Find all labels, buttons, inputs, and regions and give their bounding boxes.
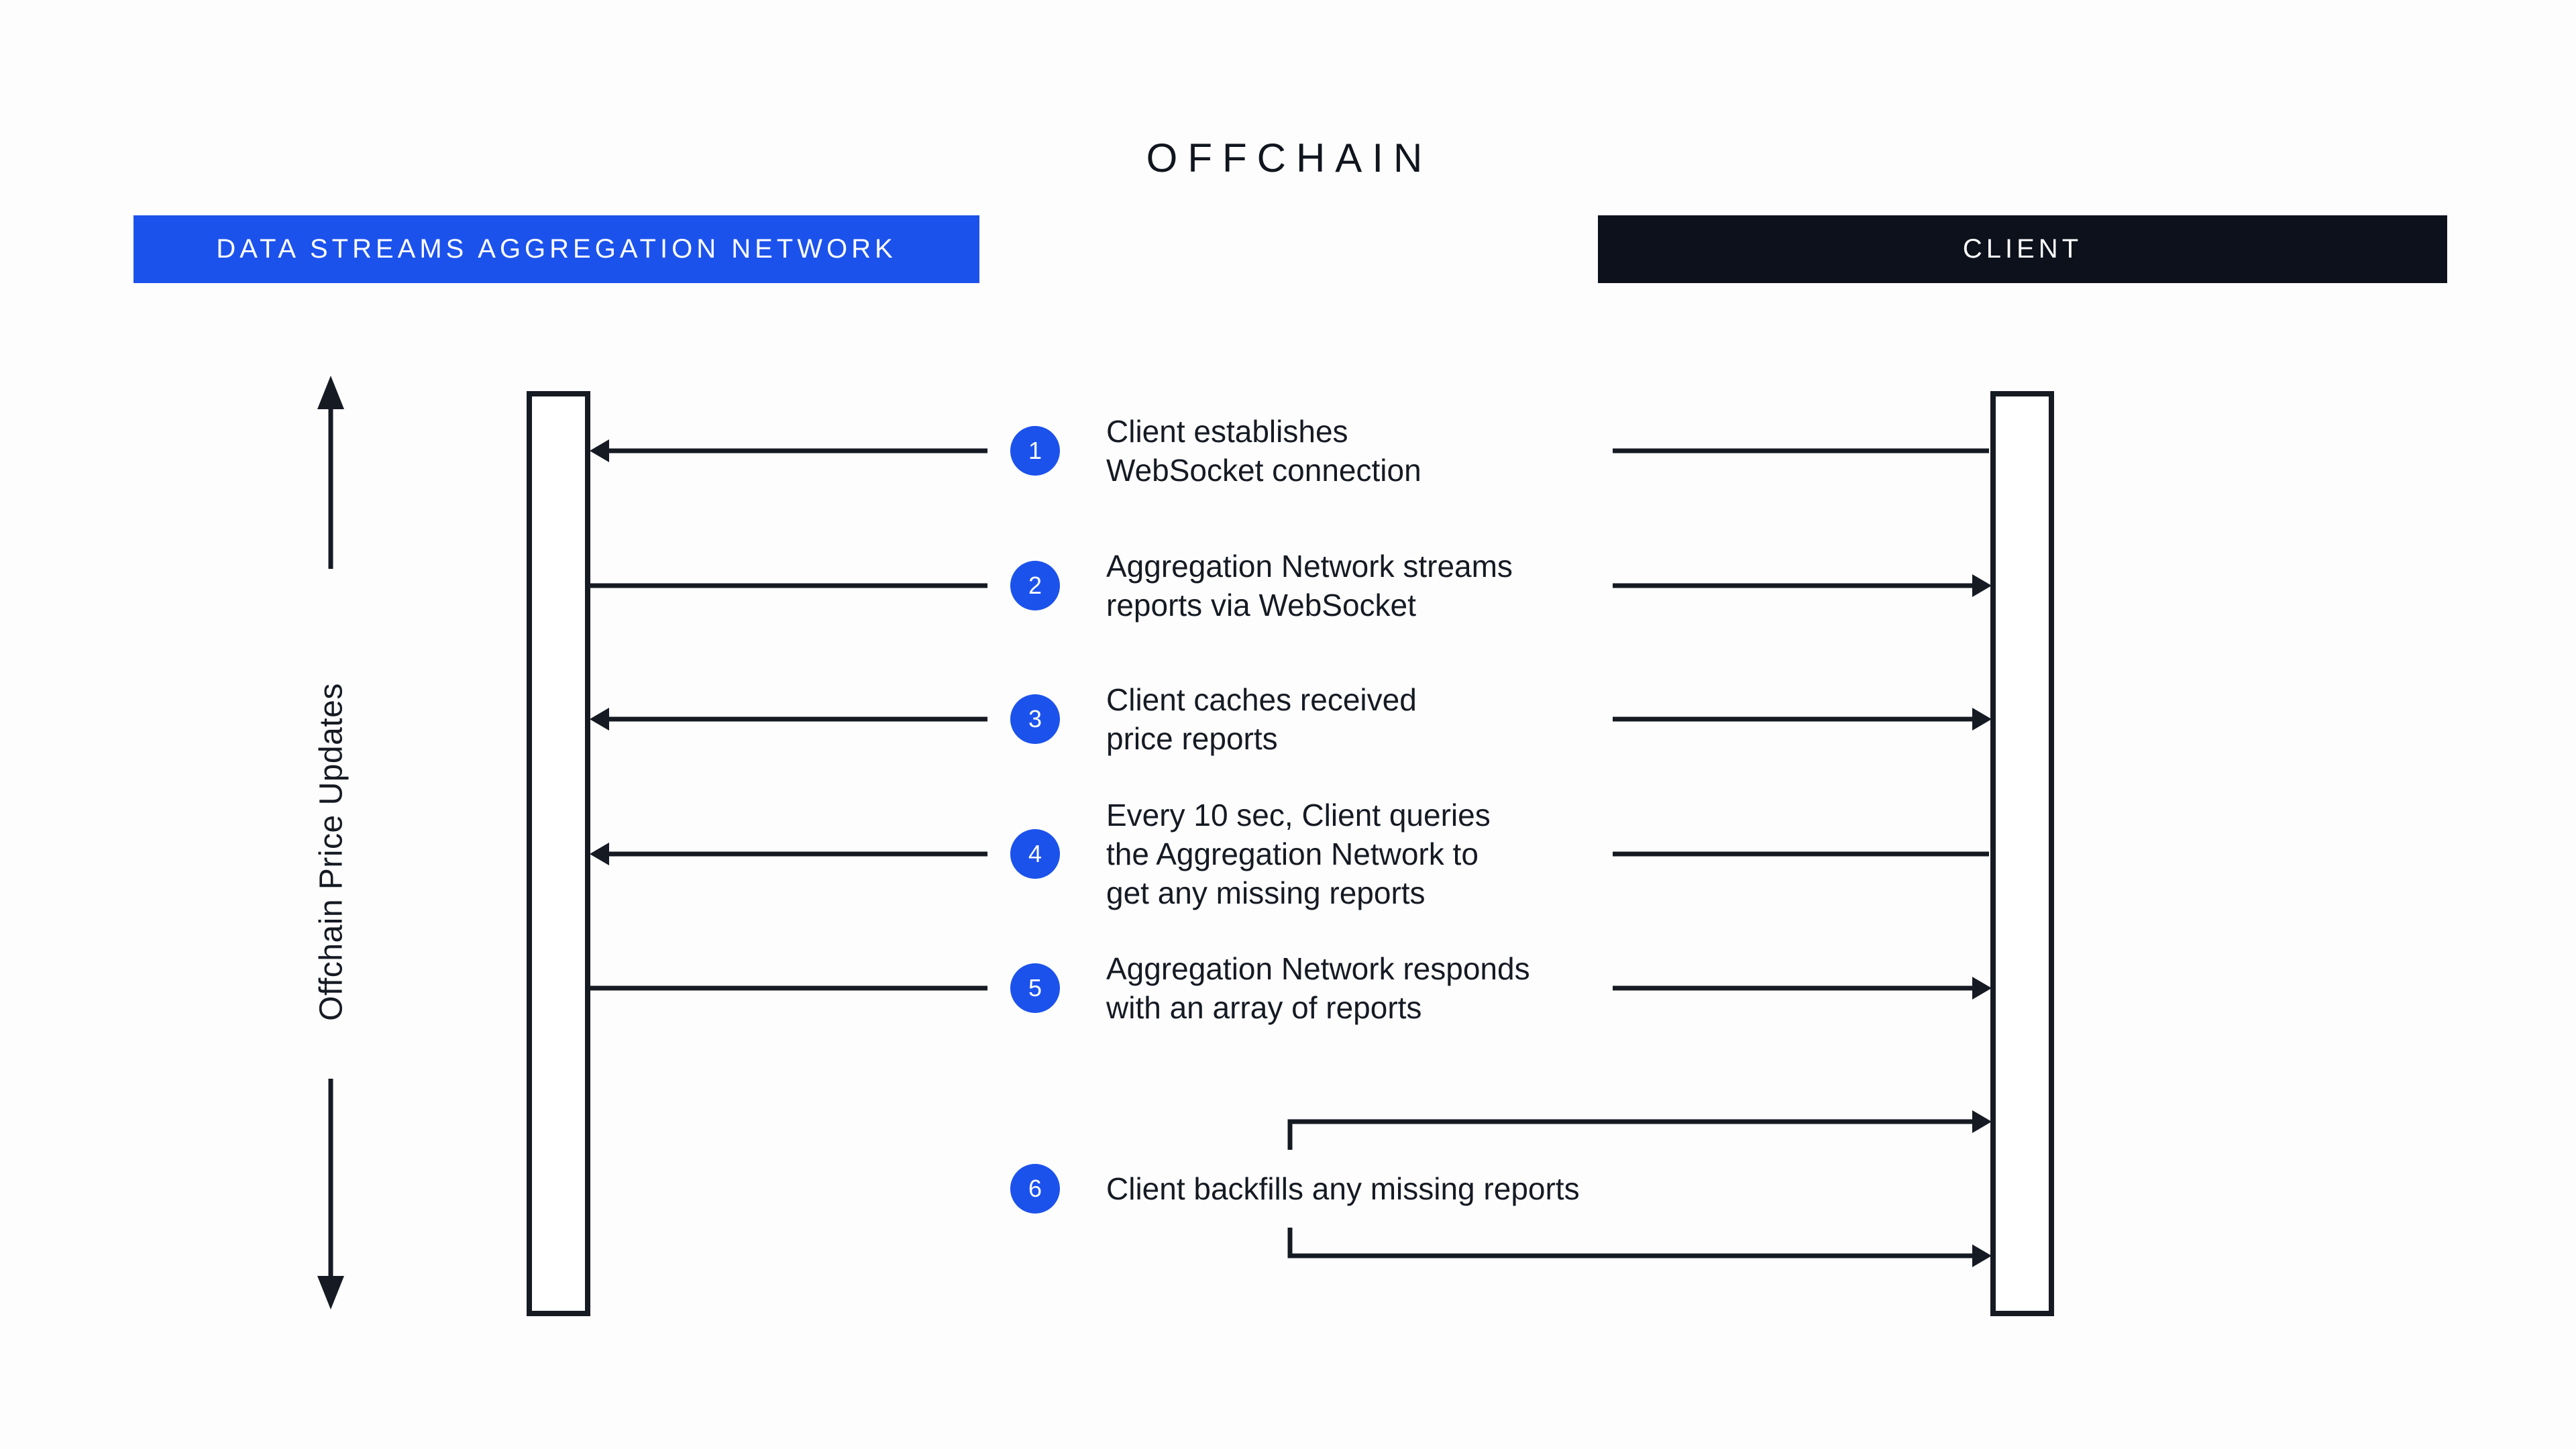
step-description-1: Client establishes WebSocket connection [1106,412,1421,490]
message-1-left-arrow [590,439,987,462]
axis-arrow-down [317,1079,344,1309]
participant-label-client: CLIENT [1962,234,2083,264]
page-title: OFFCHAIN [1146,136,1433,180]
participant-banner-aggregation-network: DATA STREAMS AGGREGATION NETWORK [133,215,979,283]
lifeline-bar-client [1990,391,2054,1316]
step-text-line: with an array of reports [1106,990,1422,1025]
step-text-line: get any missing reports [1106,875,1426,910]
step-text-line: Client establishes [1106,414,1348,449]
step-number: 3 [1028,705,1042,733]
step-text-line: Aggregation Network responds [1106,951,1530,986]
message-3-left-arrow [590,708,987,731]
step-description-2: Aggregation Network streams reports via … [1106,547,1513,625]
step-number: 6 [1028,1175,1042,1202]
step-badge-1: 1 [1010,426,1060,476]
step-number: 4 [1028,840,1042,867]
message-4-left-arrow [590,843,987,865]
step-text-line: the Aggregation Network to [1106,837,1479,871]
step-text-line: Client backfills any missing reports [1106,1171,1580,1206]
lifeline-bar-aggregation-network [527,391,590,1316]
step-description-4: Every 10 sec, Client queries the Aggrega… [1106,796,1491,912]
step-badge-2: 2 [1010,561,1060,610]
step-description-3: Client caches received price reports [1106,680,1417,758]
message-6-loop-bottom-arrow [1287,1228,1992,1267]
step-badge-5: 5 [1010,963,1060,1013]
step-text-line: reports via WebSocket [1106,588,1416,623]
step-description-6: Client backfills any missing reports [1106,1169,1580,1208]
message-3-right-arrow [1613,708,1992,731]
message-6-loop-top-arrow [1287,1110,1992,1150]
participant-banner-client: CLIENT [1598,215,2447,283]
axis-arrow-up [317,376,344,569]
step-number: 5 [1028,974,1042,1002]
step-text-line: Client caches received [1106,682,1417,717]
step-description-5: Aggregation Network responds with an arr… [1106,949,1530,1027]
message-5-right-arrow [1613,977,1992,1000]
step-text-line: Aggregation Network streams [1106,549,1513,584]
step-number: 1 [1028,437,1042,464]
step-text-line: Every 10 sec, Client queries [1106,798,1491,833]
step-text-line: price reports [1106,721,1278,756]
message-2-right-arrow [1613,574,1992,597]
step-badge-4: 4 [1010,829,1060,879]
axis-label: Offchain Price Updates [313,683,350,1021]
step-number: 2 [1028,572,1042,599]
step-badge-3: 3 [1010,694,1060,744]
step-text-line: WebSocket connection [1106,453,1421,488]
step-badge-6: 6 [1010,1164,1060,1214]
participant-label-network: DATA STREAMS AGGREGATION NETWORK [216,234,897,264]
